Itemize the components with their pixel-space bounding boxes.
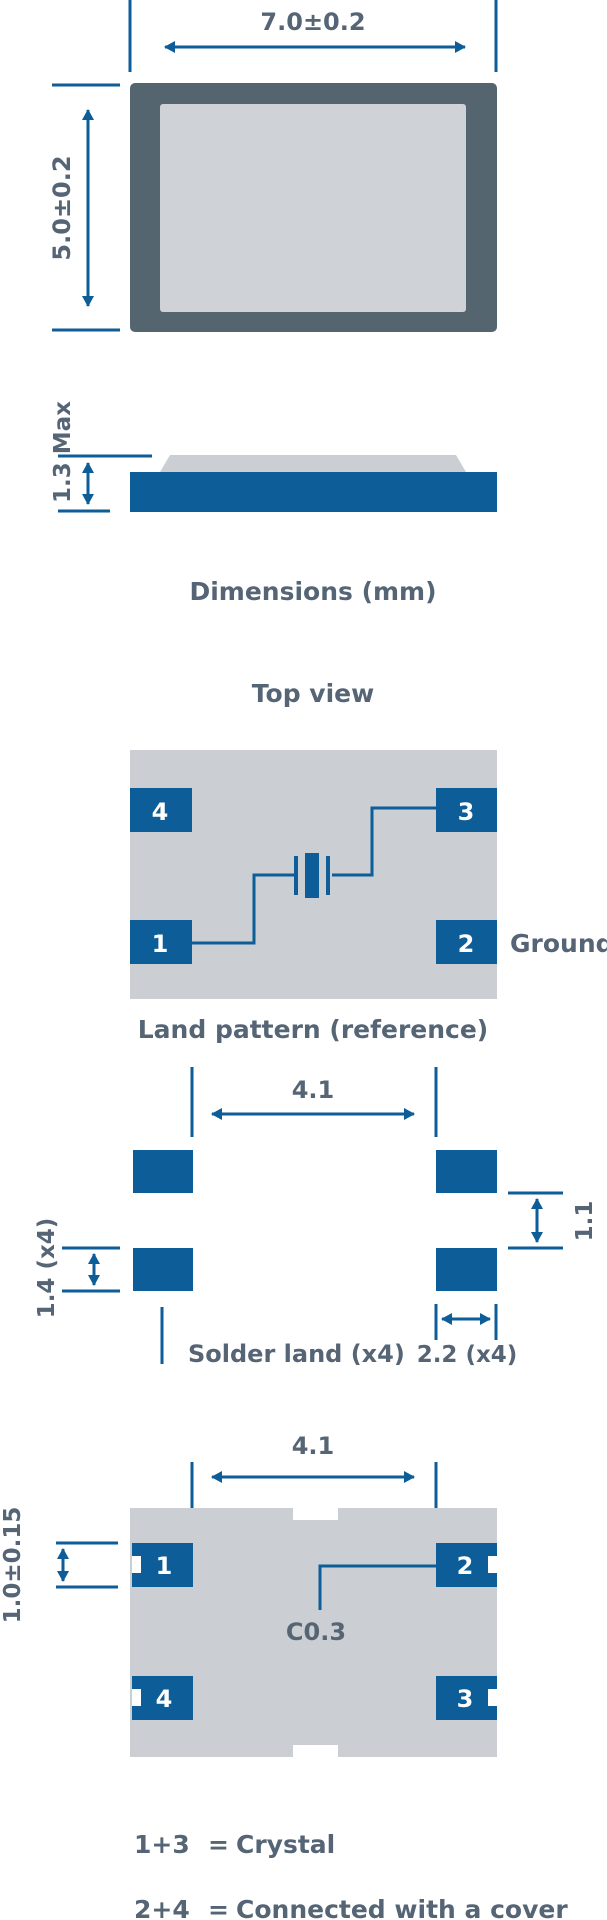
package-top-lid: [160, 104, 466, 312]
bottom-pad-1-label: 1: [156, 1552, 173, 1580]
top-pad-1: 1: [130, 920, 192, 964]
solder-land-label: Solder land (x4): [188, 1340, 405, 1368]
legend-row1-eq: =: [208, 1830, 229, 1859]
solder-land-top-left: [133, 1150, 193, 1193]
bottom-pad-2: 2: [436, 1543, 497, 1587]
ground-label: Ground: [510, 929, 607, 958]
chamfer-label: C0.3: [286, 1618, 346, 1646]
legend-row1-desc: Crystal: [236, 1830, 335, 1859]
bottom-pad-1: 1: [132, 1543, 193, 1587]
bottom-pad-4: 4: [132, 1676, 193, 1720]
crystal-wire-left: [190, 873, 295, 945]
crystal-wire-right: [332, 806, 438, 877]
package-side-lid: [160, 455, 466, 472]
top-view-caption: Top view: [252, 679, 374, 708]
land-pattern: Land pattern (reference) 4.1 1.4 (x4) 1.…: [34, 1015, 598, 1368]
legend-row1-pins: 1+3: [134, 1830, 190, 1859]
legend-row2-desc: Connected with a cover: [236, 1895, 568, 1920]
dimensions-caption: Dimensions (mm): [189, 577, 436, 606]
top-view: Top view 4 3 1 2 Ground: [130, 679, 607, 999]
bottom-pad-dim-label: 1.0±0.15: [0, 1507, 26, 1624]
top-pad-1-label: 1: [152, 930, 169, 958]
height-label: 5.0±0.2: [48, 155, 76, 260]
legend-row2-pins: 2+4: [134, 1895, 190, 1920]
pad-height-label: 1.4 (x4): [34, 1218, 60, 1319]
bottom-view-body: [130, 1508, 497, 1757]
solder-land-bottom-right: [436, 1248, 497, 1291]
package-side-base: [130, 472, 497, 512]
top-pad-4-label: 4: [152, 798, 169, 826]
land-pattern-caption: Land pattern (reference): [138, 1015, 488, 1044]
bottom-pad-2-label: 2: [457, 1552, 474, 1580]
outline-dimensions: 7.0±0.2 5.0±0.2 1.3 Max Dimensions (mm): [48, 0, 498, 606]
width-label: 7.0±0.2: [260, 8, 365, 36]
thickness-label: 1.3 Max: [50, 401, 76, 503]
gap-label: 1.1: [572, 1201, 598, 1242]
pad-width-label: 2.2 (x4): [417, 1342, 518, 1368]
bottom-spacing-label: 4.1: [292, 1432, 335, 1460]
solder-land-bottom-left: [133, 1248, 193, 1291]
bottom-pad-3: 3: [436, 1676, 497, 1720]
chamfer-leader: [318, 1564, 438, 1610]
top-pad-2-label: 2: [458, 930, 475, 958]
top-pad-2: 2: [436, 920, 497, 964]
bottom-view: 4.1 C0.3 1 2 4 3 1.0±0.15: [0, 1432, 497, 1757]
top-pad-4: 4: [130, 788, 192, 832]
bottom-pad-3-label: 3: [457, 1685, 474, 1713]
legend-row2-eq: =: [208, 1895, 229, 1920]
land-spacing-label: 4.1: [292, 1076, 335, 1104]
top-pad-3: 3: [436, 788, 497, 832]
crystal-element-icon: [305, 853, 319, 898]
bottom-pad-4-label: 4: [156, 1685, 173, 1713]
pin-legend: 1+3 = Crystal 2+4 = Connected with a cov…: [134, 1830, 568, 1920]
solder-land-top-right: [436, 1150, 497, 1193]
top-pad-3-label: 3: [458, 798, 475, 826]
